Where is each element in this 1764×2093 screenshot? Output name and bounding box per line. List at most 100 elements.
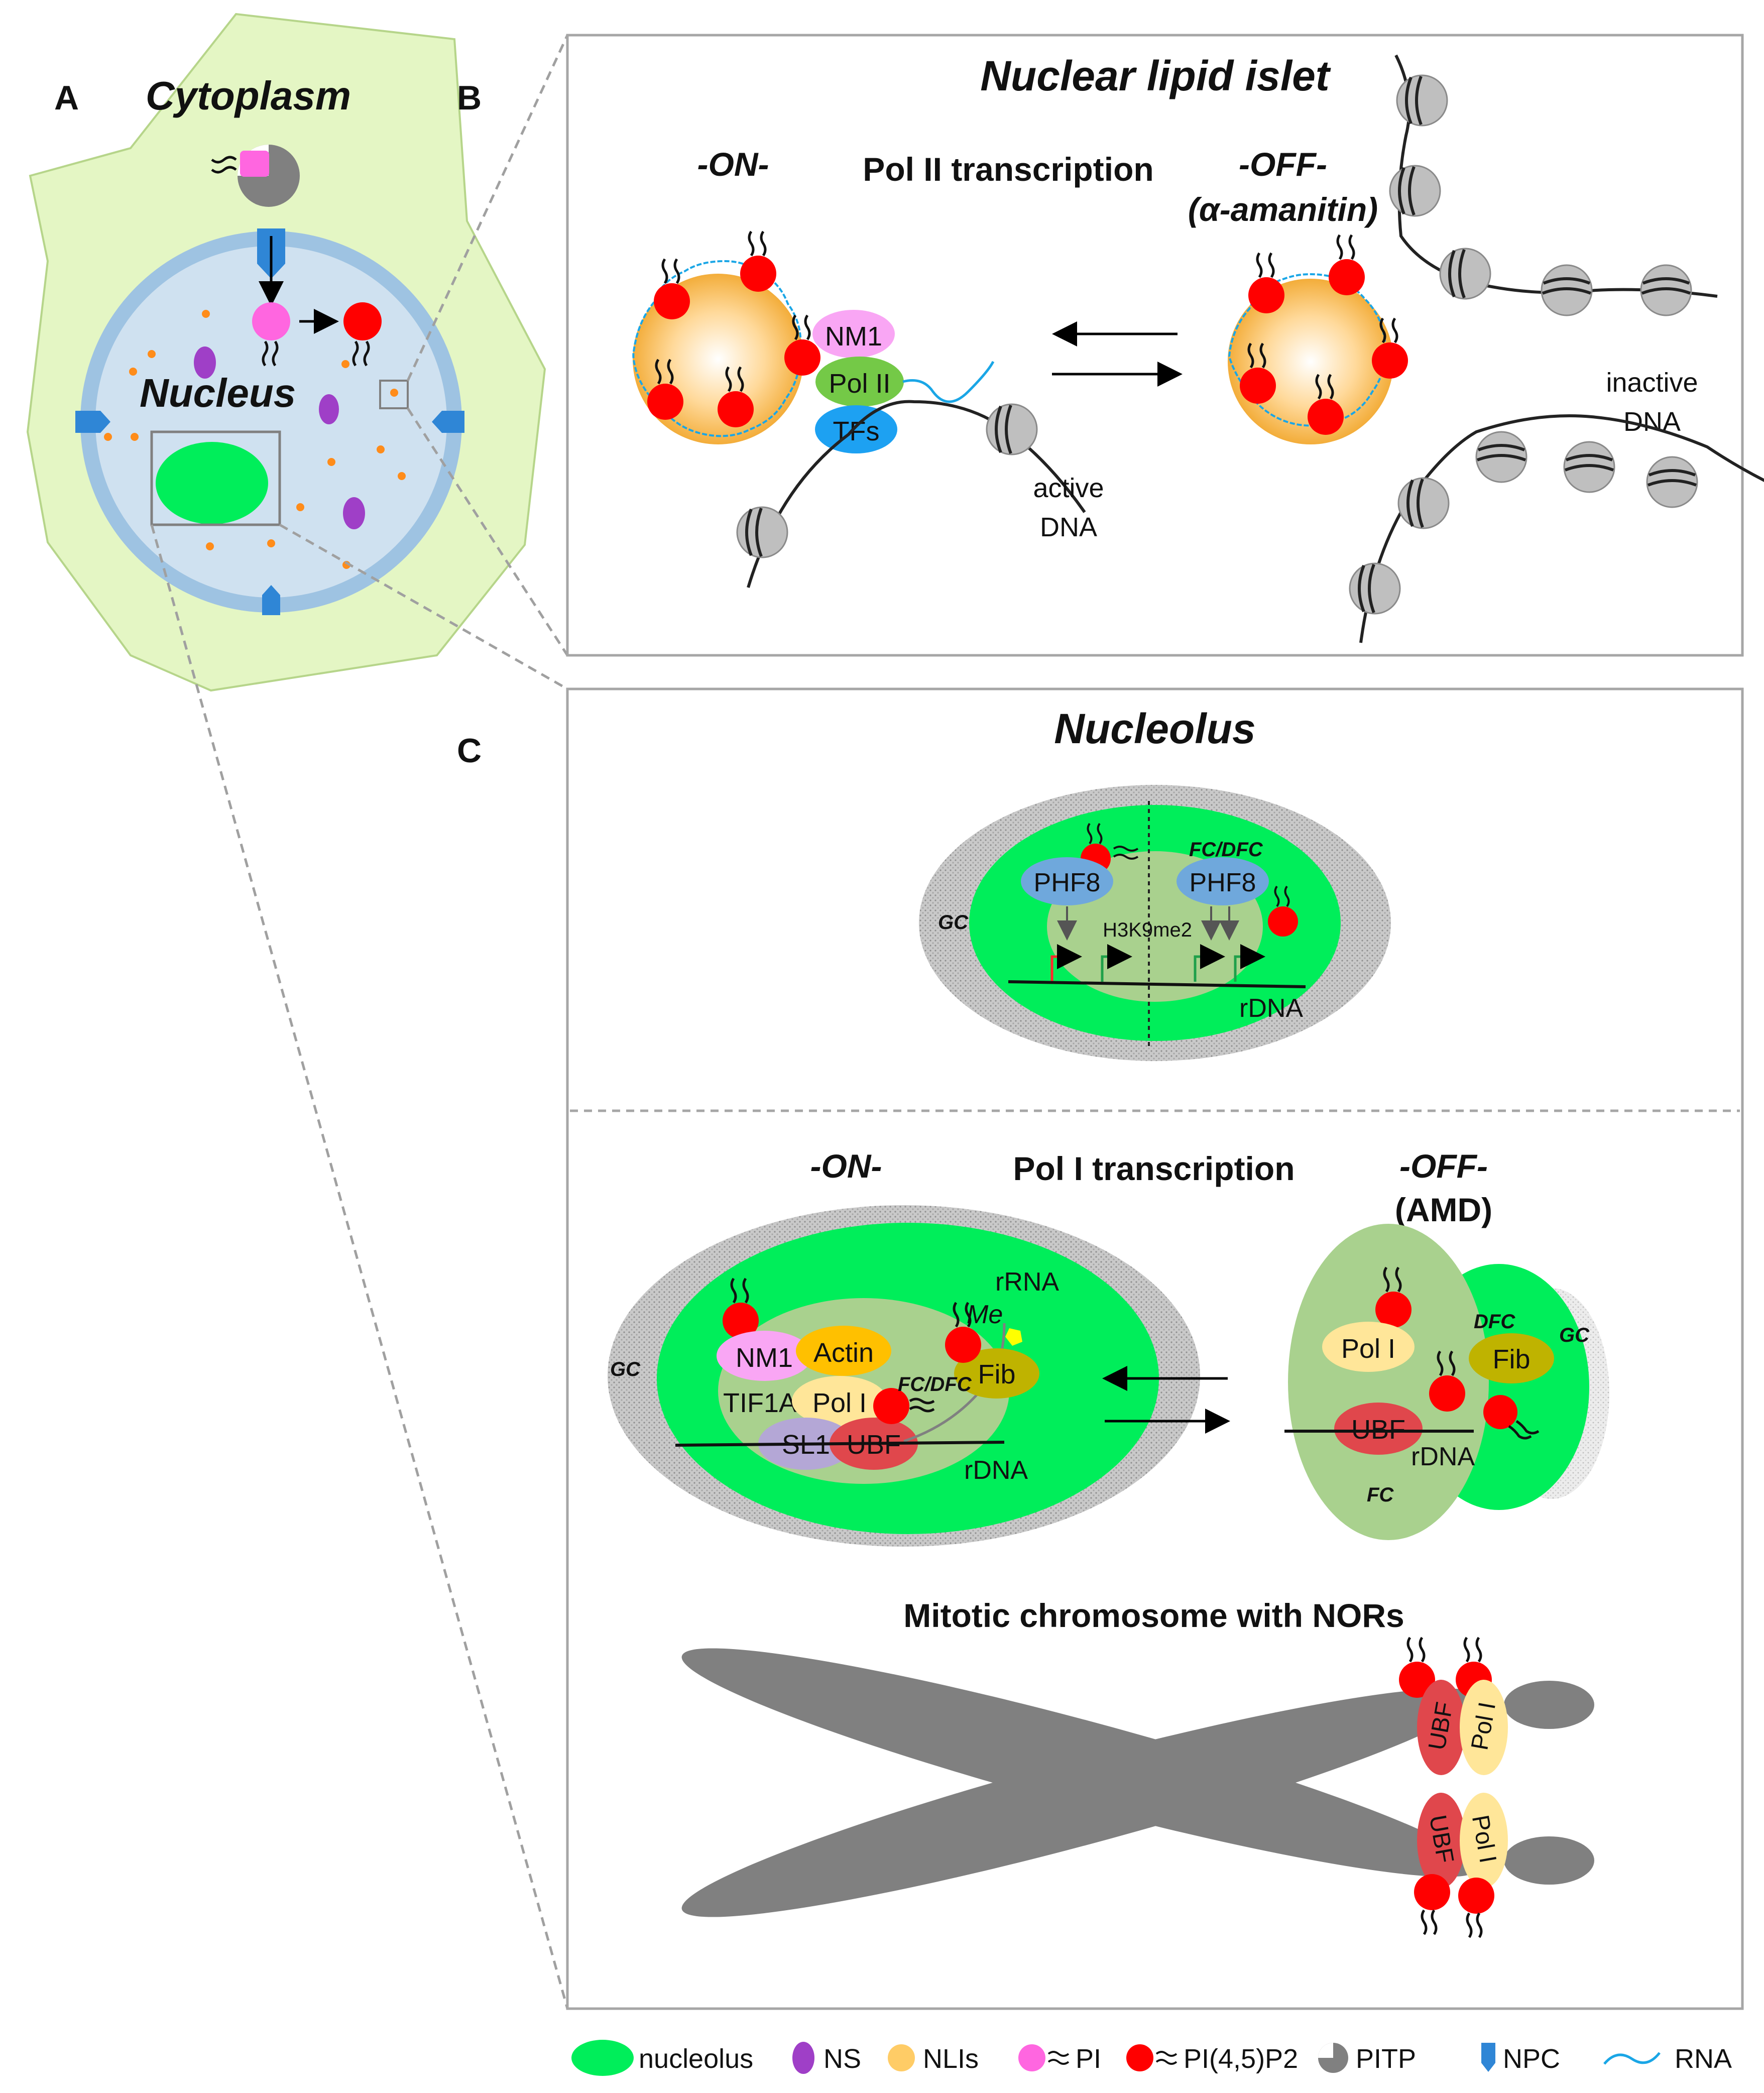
pol2-label: Pol II xyxy=(829,369,890,399)
nm1-protein xyxy=(812,310,895,358)
nucleolus-title: Nucleolus xyxy=(1054,705,1255,752)
on-label-pol1: -ON- xyxy=(810,1147,882,1185)
pip2-lipid xyxy=(873,1388,909,1424)
pol1-process-label: Pol I transcription xyxy=(1013,1150,1295,1187)
pi-lipid xyxy=(252,302,290,340)
nucleosome xyxy=(1398,478,1449,528)
dfc-label-off: DFC xyxy=(1474,1311,1515,1333)
legend-pitp-swatch xyxy=(1318,2043,1348,2073)
ubf-nor-bottom xyxy=(1417,1793,1465,1888)
legend-rna-label: RNA xyxy=(1675,2044,1732,2074)
tss-arrow-green xyxy=(1194,944,1225,982)
tif1a-label: TIF1A xyxy=(723,1388,797,1418)
pip2-lipid-pair-bottom xyxy=(1414,1874,1494,1938)
panel-c: Nucleolus FC/DFC GC PHF8 PHF8 H3K9me2 rD… xyxy=(566,687,1744,2010)
nucleosome xyxy=(1350,563,1400,614)
pol1-nor-top xyxy=(1460,1680,1508,1775)
off-label-pol1: -OFF- xyxy=(1399,1147,1488,1185)
actin-protein xyxy=(796,1326,891,1376)
fib-label-on: Fib xyxy=(978,1359,1015,1389)
chromosome-title: Mitotic chromosome with NORs xyxy=(903,1597,1404,1634)
nucleosome xyxy=(1440,249,1490,299)
pip2-lipid xyxy=(343,302,382,340)
npc-left xyxy=(75,411,110,433)
ns-speckle xyxy=(343,497,365,529)
legend-npc-swatch xyxy=(1481,2043,1495,2072)
mitotic-chromosome xyxy=(681,1648,1594,1917)
fc-dfc-label-on: FC/DFC xyxy=(898,1373,972,1396)
tss-arrow-green xyxy=(1101,944,1132,982)
nucleosome xyxy=(1397,75,1447,126)
fc-label-off: FC xyxy=(1367,1484,1394,1506)
h3k9me2-label: H3K9me2 xyxy=(1103,919,1192,941)
nucleus-label: Nucleus xyxy=(140,371,296,415)
panel-label-c: C xyxy=(457,732,482,770)
phf8-label-left: PHF8 xyxy=(1034,868,1101,897)
ns-speckle xyxy=(319,394,339,424)
pol1-label-off: Pol I xyxy=(1341,1334,1395,1364)
panel-label-b: B xyxy=(457,79,482,117)
gc-label-off: GC xyxy=(1559,1324,1590,1346)
nucleosome xyxy=(987,404,1037,454)
me-label: Me xyxy=(967,1300,1003,1329)
pol1-protein-off xyxy=(1322,1322,1415,1372)
legend-ns-label: NS xyxy=(824,2044,861,2074)
panel-label-a: A xyxy=(54,79,79,117)
legend: nucleolus NS NLIs PI PI(4,5)P2 PITP NPC … xyxy=(571,2040,1732,2076)
legend-nucleolus-label: nucleolus xyxy=(639,2044,753,2074)
nucleosome xyxy=(1542,265,1592,315)
legend-rna-swatch xyxy=(1603,2052,1661,2065)
nucleolus-shape xyxy=(156,442,268,524)
gc-label-on: GC xyxy=(610,1358,641,1380)
legend-nucleolus-swatch xyxy=(571,2040,634,2076)
fc-dfc-label: FC/DFC xyxy=(1189,839,1263,861)
pol1-label-on: Pol I xyxy=(812,1388,867,1418)
off-condition: (α-amanitin) xyxy=(1188,191,1378,228)
nli-islet-off xyxy=(1228,235,1408,444)
panel-b: Nuclear lipid islet -ON- Pol II transcri… xyxy=(566,34,1764,657)
pol1-nor-bottom xyxy=(1460,1793,1508,1888)
nucleosome xyxy=(1641,265,1691,315)
cytoplasm-label: Cytoplasm xyxy=(146,73,351,118)
nucleosome xyxy=(1476,432,1526,482)
fc-region-off xyxy=(1288,1224,1489,1540)
nucleosome xyxy=(1647,457,1697,507)
off-condition-pol1: (AMD) xyxy=(1395,1191,1492,1228)
fib-label-off: Fib xyxy=(1492,1344,1530,1374)
process-label: Pol II transcription xyxy=(863,151,1153,188)
rdna-label-on: rDNA xyxy=(964,1456,1028,1485)
active-dna-strand xyxy=(747,400,1086,588)
phf8-protein-left xyxy=(1021,857,1113,905)
off-label: -OFF- xyxy=(1239,146,1327,183)
legend-nli-label: NLIs xyxy=(923,2044,979,2074)
nm1-label: NM1 xyxy=(825,321,882,352)
nucleosome xyxy=(1564,442,1614,492)
phf8-label-right: PHF8 xyxy=(1190,868,1256,897)
rna-strand xyxy=(902,361,995,403)
nucleolus-zoom-box xyxy=(150,430,281,526)
tfs-protein xyxy=(815,405,897,453)
nm1-label-pol1: NM1 xyxy=(736,1343,793,1373)
on-label: -ON- xyxy=(697,146,769,183)
legend-ns-swatch xyxy=(792,2042,814,2074)
active-dna-label-2: DNA xyxy=(1040,512,1097,542)
legend-pitp-label: PITP xyxy=(1356,2044,1416,2074)
gc-label: GC xyxy=(938,911,969,934)
legend-pi-label: PI xyxy=(1076,2044,1101,2074)
tss-arrow-green xyxy=(1234,944,1265,982)
nucleosome xyxy=(737,507,787,557)
legend-npc-label: NPC xyxy=(1503,2044,1560,2074)
nucleosome xyxy=(1390,166,1440,216)
nli-islet-on xyxy=(632,231,820,444)
phf8-protein-right xyxy=(1177,857,1269,905)
tss-arrow-red xyxy=(1050,944,1082,982)
npc-right xyxy=(432,411,464,433)
pitp-carrier xyxy=(211,145,300,207)
ubf-protein-off xyxy=(1334,1403,1423,1455)
rdna-label-off: rDNA xyxy=(1411,1442,1475,1471)
pol1-protein xyxy=(792,1376,887,1426)
panel-a: A Cytoplasm Nucleus xyxy=(26,13,546,692)
legend-pi-swatch xyxy=(1018,2044,1045,2071)
nli-zoom-box xyxy=(379,380,409,409)
